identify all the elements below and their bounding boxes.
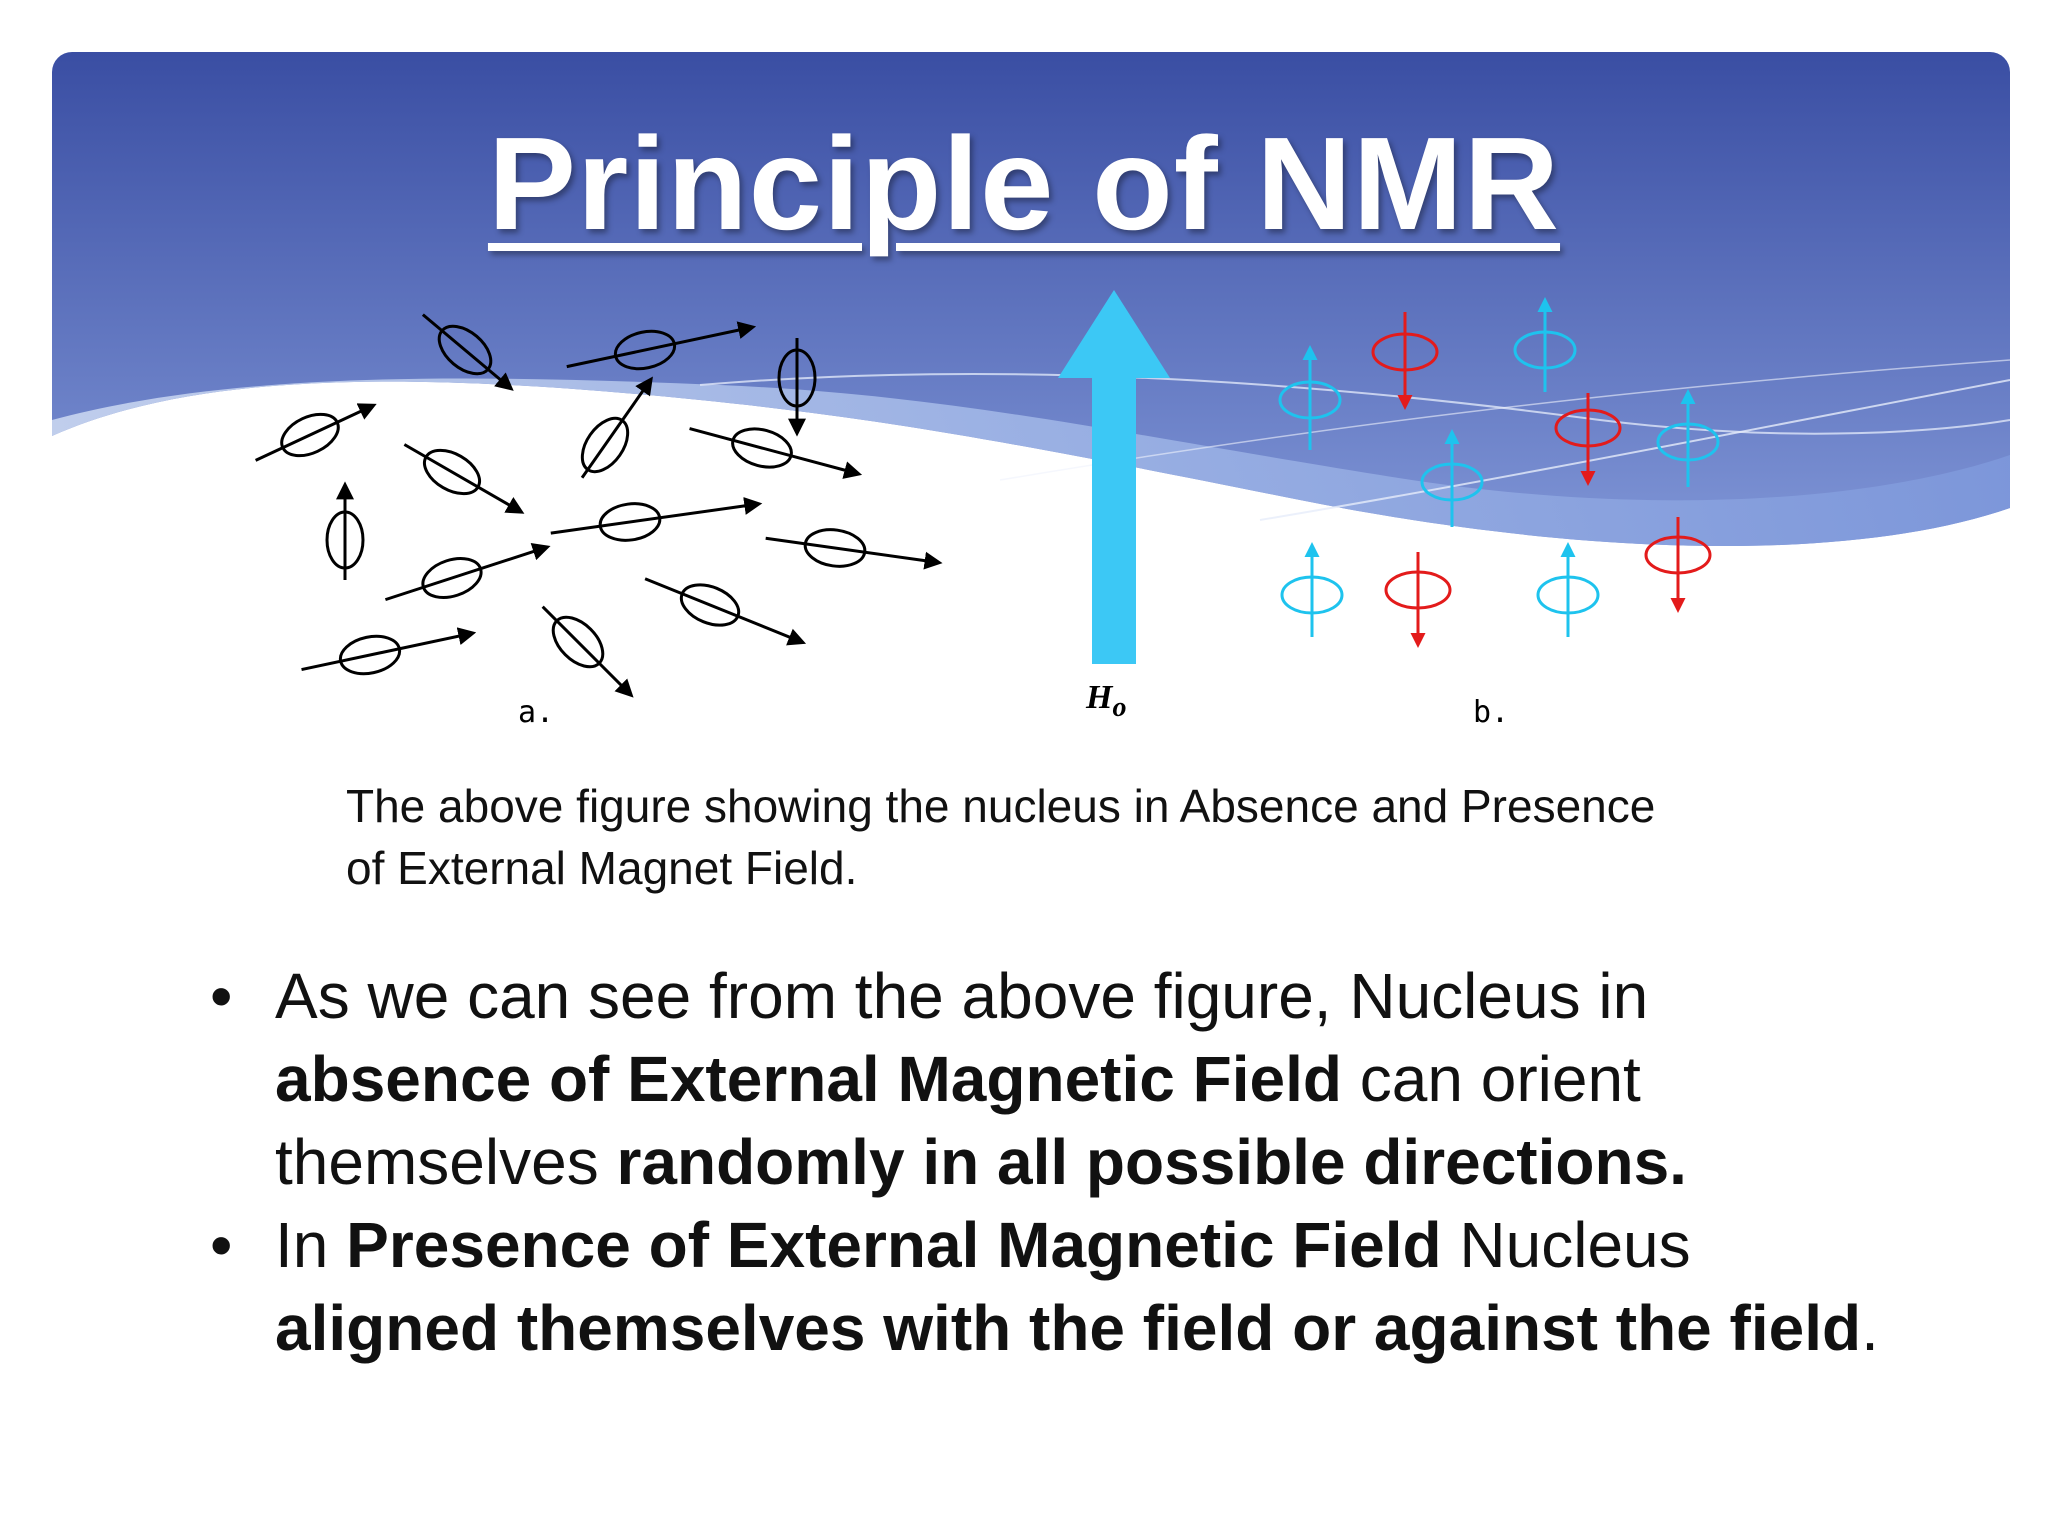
spin xyxy=(403,443,525,514)
spin-down xyxy=(1554,393,1622,486)
bullet-emphasis: Presence of External Magnetic Field xyxy=(346,1209,1442,1281)
spin-up xyxy=(1536,542,1600,637)
spin xyxy=(421,313,514,391)
banner-shape xyxy=(52,52,2010,547)
wave-band xyxy=(52,378,2010,547)
bullet-item: • As we can see from the above figure, N… xyxy=(200,955,1880,1204)
spin-up xyxy=(1420,429,1484,527)
spin xyxy=(566,321,757,371)
spin xyxy=(765,528,943,570)
field-symbol: H xyxy=(1085,679,1114,716)
bullet-text: In xyxy=(275,1209,347,1281)
field-label: Ho xyxy=(1085,679,1126,723)
caption-line-2: of External Magnet Field. xyxy=(346,842,858,894)
spin-up xyxy=(1280,542,1344,637)
wave-line xyxy=(699,372,2010,435)
nmr-figure: a. b. Ho xyxy=(254,290,1720,730)
spin xyxy=(550,496,763,542)
bullet-emphasis: absence of External Magnetic Field xyxy=(275,1043,1342,1115)
figure-caption: The above figure showing the nucleus in … xyxy=(346,775,1846,899)
bullet-item: • In Presence of External Magnetic Field… xyxy=(200,1204,1880,1370)
label-b: b. xyxy=(1473,695,1509,730)
external-field-arrow xyxy=(1058,290,1170,664)
bullet-list: • As we can see from the above figure, N… xyxy=(200,955,1880,1370)
spin xyxy=(384,542,551,602)
label-a: a. xyxy=(518,695,554,730)
spin xyxy=(777,338,817,437)
bullet-marker: • xyxy=(210,960,233,1032)
caption-line-1: The above figure showing the nucleus in … xyxy=(346,780,1656,832)
field-subscript: o xyxy=(1112,692,1126,723)
bullet-emphasis: aligned themselves with the field or aga… xyxy=(275,1292,1862,1364)
spin xyxy=(689,427,863,479)
bullet-text: can orient themselves xyxy=(275,1043,1641,1198)
bullet-text: Nucleus xyxy=(1441,1209,1691,1281)
spin xyxy=(644,577,807,646)
bullet-text: As we can see from the above figure, Nuc… xyxy=(275,960,1649,1032)
spin xyxy=(325,481,365,580)
wave-line-2 xyxy=(1259,379,2010,521)
aligned-spins xyxy=(1278,297,1720,648)
spin xyxy=(254,403,377,462)
spin xyxy=(580,376,653,479)
spin-up xyxy=(1513,297,1577,392)
bullet-emphasis: randomly in all possible directions. xyxy=(616,1126,1687,1198)
spin-up xyxy=(1278,345,1342,450)
spin xyxy=(301,627,477,676)
random-spins xyxy=(254,313,943,698)
spin-down xyxy=(1384,552,1452,648)
bullet-marker: • xyxy=(210,1209,233,1281)
spin xyxy=(541,605,634,698)
spin-up xyxy=(1656,389,1720,487)
spin-down xyxy=(1371,312,1439,410)
slide-title: Principle of NMR xyxy=(487,110,1561,257)
bullet-text: . xyxy=(1861,1292,1879,1364)
spin-down xyxy=(1644,517,1712,613)
